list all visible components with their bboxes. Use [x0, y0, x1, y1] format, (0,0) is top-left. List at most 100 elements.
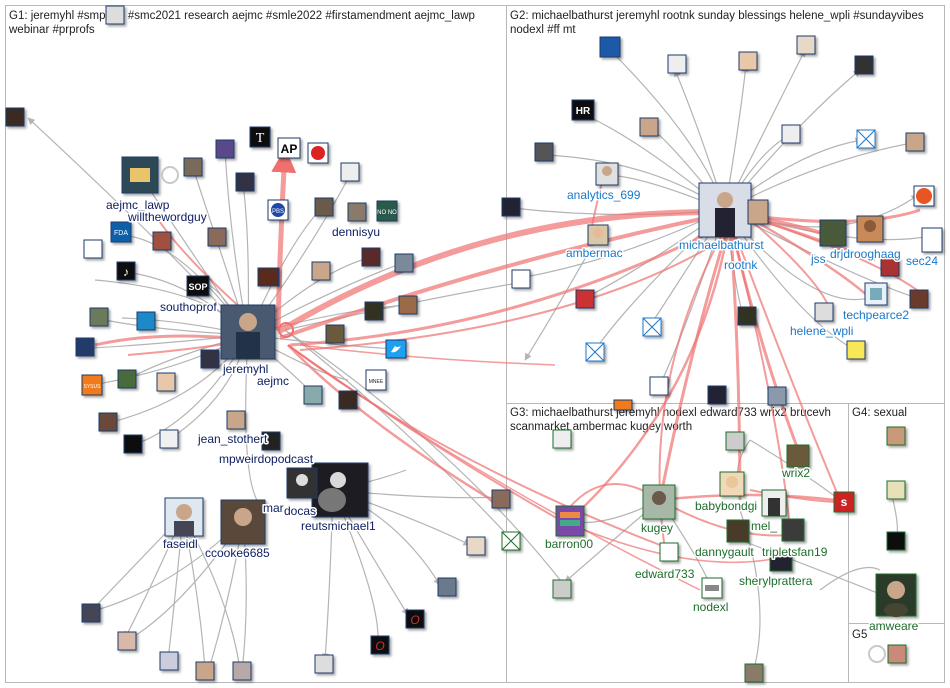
node-umo-2[interactable]: O	[370, 635, 390, 655]
node-avatar[interactable]	[767, 386, 787, 406]
node-avatar[interactable]	[552, 579, 572, 599]
node-umo-1[interactable]: O	[405, 609, 425, 629]
node-avatar[interactable]	[235, 172, 255, 192]
node-avatar[interactable]	[200, 349, 220, 369]
node-avatar[interactable]	[5, 107, 25, 127]
node-avatar[interactable]	[738, 51, 758, 71]
node-avatar[interactable]	[159, 651, 179, 671]
node-avatar[interactable]	[725, 431, 745, 451]
node-avatar[interactable]	[501, 197, 521, 217]
node-red-badge[interactable]	[307, 142, 329, 164]
node-faseidl[interactable]	[164, 497, 204, 537]
node-avatar[interactable]	[599, 36, 621, 58]
node-avatar[interactable]	[639, 117, 659, 137]
node-reutsmichael1[interactable]	[311, 462, 369, 518]
node-sysus[interactable]: SYSUS	[81, 374, 103, 396]
node-avatar[interactable]	[905, 132, 925, 152]
node-avatar[interactable]	[364, 301, 384, 321]
node-amweare[interactable]	[875, 573, 917, 617]
node-avatar[interactable]	[195, 661, 215, 681]
node-ubuntu[interactable]	[913, 185, 935, 207]
node-avatar[interactable]	[886, 480, 906, 500]
node-ambermac[interactable]	[587, 224, 609, 246]
node-avatar[interactable]	[215, 139, 235, 159]
node-avatar[interactable]	[437, 577, 457, 597]
node-avatar[interactable]	[314, 197, 334, 217]
node-avatar[interactable]	[737, 306, 757, 326]
node-avatar[interactable]	[491, 489, 511, 509]
node-avatar[interactable]	[338, 390, 358, 410]
node-avatar[interactable]	[613, 399, 633, 411]
node-broken-2[interactable]	[642, 317, 662, 337]
node-avatar[interactable]	[886, 426, 906, 446]
node-avatar[interactable]	[575, 289, 595, 309]
node-nyt[interactable]: T	[249, 126, 271, 148]
node-avatar[interactable]	[136, 311, 156, 331]
node-avatar[interactable]	[796, 35, 816, 55]
node-sop[interactable]: SOP	[186, 275, 210, 297]
node-mel[interactable]	[761, 489, 787, 517]
node-avatar[interactable]	[98, 412, 118, 432]
node-docas[interactable]	[286, 467, 318, 499]
node-avatar[interactable]	[75, 337, 95, 357]
node-avatar[interactable]	[83, 239, 103, 259]
node-avatar[interactable]	[183, 157, 203, 177]
node-avatar[interactable]	[347, 202, 367, 222]
node-sherylprattera[interactable]	[769, 552, 793, 572]
node-jss[interactable]	[819, 219, 847, 247]
node-broken-4[interactable]	[501, 531, 521, 551]
node-avatar[interactable]	[649, 376, 669, 396]
node-avatar[interactable]	[909, 289, 929, 309]
node-avatar[interactable]	[123, 434, 143, 454]
node-tripletsfan19[interactable]	[781, 518, 805, 542]
node-avatar[interactable]	[466, 536, 486, 556]
node-avatar[interactable]	[744, 663, 764, 683]
node-avatar[interactable]	[325, 324, 345, 344]
node-avatar[interactable]	[156, 372, 176, 392]
node-avatar[interactable]	[814, 302, 834, 322]
node-ccooke6685[interactable]	[220, 499, 266, 545]
node-avatar[interactable]	[707, 385, 727, 405]
node-avatar[interactable]	[667, 54, 687, 74]
node-avatar[interactable]	[398, 295, 418, 315]
node-avatar[interactable]	[846, 340, 866, 360]
node-avatar[interactable]	[105, 5, 125, 25]
node-babybondgi[interactable]	[719, 471, 745, 497]
node-avatar[interactable]	[511, 269, 531, 289]
node-techpearce2[interactable]	[864, 282, 888, 306]
node-avatar[interactable]	[311, 261, 331, 281]
node-avatar[interactable]	[887, 644, 907, 664]
node-avatar[interactable]	[340, 162, 360, 182]
node-broken-1[interactable]	[856, 129, 876, 149]
node-avatar[interactable]	[394, 253, 414, 273]
node-dannygault[interactable]	[726, 519, 750, 543]
node-jeremyhl[interactable]	[220, 304, 276, 360]
node-analytics-699[interactable]	[595, 162, 619, 186]
node-edward733[interactable]	[659, 542, 679, 562]
node-aejmc-lawp[interactable]	[121, 156, 159, 194]
node-pbs[interactable]: PBS	[267, 199, 289, 221]
node-wrix2[interactable]	[786, 444, 810, 468]
node-avatar[interactable]	[207, 227, 227, 247]
node-avatar[interactable]	[257, 267, 279, 287]
node-avatar[interactable]	[89, 307, 109, 327]
node-avatar[interactable]	[81, 603, 101, 623]
node-hr[interactable]: HR	[571, 99, 595, 121]
node-avatar[interactable]	[261, 431, 281, 451]
node-avatar[interactable]	[117, 369, 137, 389]
node-avatar[interactable]	[314, 654, 334, 674]
node-tiktok[interactable]: ♪	[116, 261, 136, 281]
node-avatar[interactable]	[880, 257, 900, 277]
node-avatar[interactable]	[159, 429, 179, 449]
node-michaelbathurst[interactable]	[698, 182, 752, 238]
node-drjdrooghaag[interactable]	[856, 215, 884, 243]
node-sec24[interactable]	[921, 227, 943, 253]
node-rootnk[interactable]	[747, 199, 769, 225]
node-nodexl[interactable]	[701, 577, 723, 599]
node-kugey[interactable]	[642, 484, 676, 520]
node-avatar[interactable]	[117, 631, 137, 651]
node-avatar[interactable]	[781, 124, 801, 144]
node-twitter[interactable]	[385, 339, 407, 359]
node-avatar[interactable]	[226, 410, 246, 430]
node-ap[interactable]: AP	[277, 137, 301, 159]
